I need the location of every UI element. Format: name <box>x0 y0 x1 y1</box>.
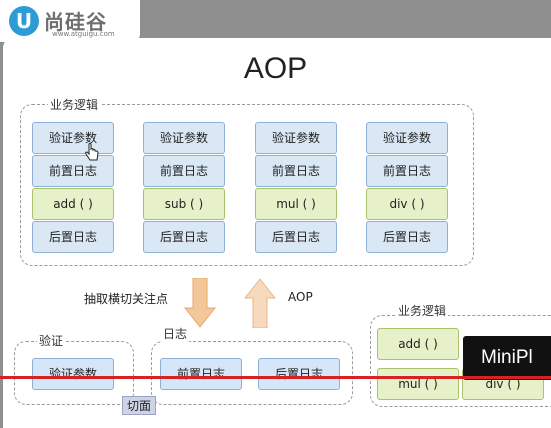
extract-crosscutting-label: 抽取横切关注点 <box>84 292 169 306</box>
business-logic-group <box>20 104 474 266</box>
validate-cell-1: 验证参数 <box>32 122 114 154</box>
business-logic-label: 业务逻辑 <box>48 96 101 113</box>
logo-mark: U <box>9 6 39 36</box>
method-cell-sub: sub ( ) <box>143 188 225 220</box>
small-method-add: add ( ) <box>377 328 459 360</box>
validate-cell-4: 验证参数 <box>366 122 448 154</box>
log-group <box>151 341 353 405</box>
business-logic-small-group <box>370 315 551 407</box>
validate-cell-2: 验证参数 <box>143 122 225 154</box>
validation-aspect-cell: 验证参数 <box>32 358 114 390</box>
pre-log-cell-3: 前置日志 <box>255 155 337 187</box>
logo: U 尚硅谷 www.atguigu.com <box>0 0 140 42</box>
aspect-label: 切面 <box>122 396 157 415</box>
up-arrow-icon <box>244 278 276 328</box>
post-log-cell-4: 后置日志 <box>366 221 448 253</box>
method-cell-div: div ( ) <box>366 188 448 220</box>
log-pre-cell: 前置日志 <box>160 358 242 390</box>
validate-cell-3: 验证参数 <box>255 122 337 154</box>
post-log-cell-2: 后置日志 <box>143 221 225 253</box>
down-arrow-icon <box>184 278 216 328</box>
pre-log-cell-1: 前置日志 <box>32 155 114 187</box>
log-label: 日志 <box>161 325 190 342</box>
slide-title: AOP <box>243 52 308 85</box>
hand-cursor-icon <box>85 143 99 161</box>
method-cell-add: add ( ) <box>32 188 114 220</box>
log-post-cell: 后置日志 <box>258 358 340 390</box>
method-cell-mul: mul ( ) <box>255 188 337 220</box>
post-log-cell-3: 后置日志 <box>255 221 337 253</box>
small-method-mul: mul ( ) <box>377 368 459 400</box>
aop-arrow-label: AOP <box>288 290 313 304</box>
logo-url: www.atguigu.com <box>52 30 115 38</box>
business-logic-small-label: 业务逻辑 <box>396 302 449 319</box>
video-progress-bar[interactable] <box>0 376 551 379</box>
validation-label: 验证 <box>37 332 66 349</box>
pre-log-cell-4: 前置日志 <box>366 155 448 187</box>
validation-group <box>14 341 134 405</box>
miniplayer-banner[interactable]: MiniPl <box>463 336 551 380</box>
post-log-cell-1: 后置日志 <box>32 221 114 253</box>
logo-name: 尚硅谷 <box>44 10 107 34</box>
pre-log-cell-2: 前置日志 <box>143 155 225 187</box>
